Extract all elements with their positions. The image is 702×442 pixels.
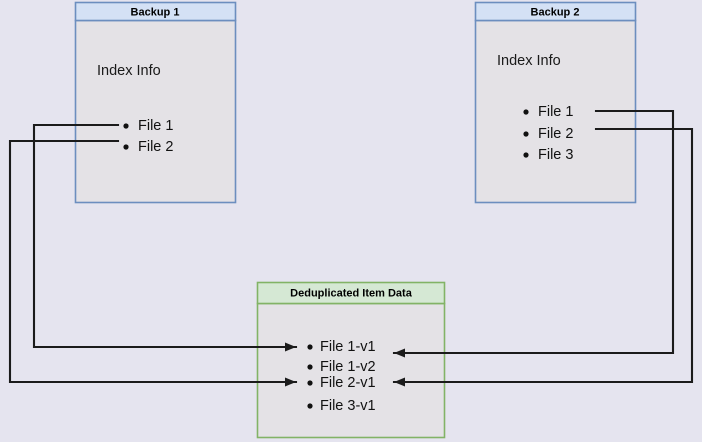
connector-line <box>392 109 675 355</box>
dedup-title: Deduplicated Item Data <box>290 287 413 299</box>
list-item[interactable]: File 3-v1 <box>307 398 376 414</box>
connector-line <box>32 123 298 349</box>
connector-line <box>8 139 298 384</box>
dedup-item-1-label: File 1-v2 <box>320 359 376 375</box>
bullet-icon <box>307 380 313 386</box>
arrowhead-icon <box>285 377 296 387</box>
backup2-file-list: File 1 File 2 File 3 <box>523 104 573 163</box>
bullet-icon <box>307 344 313 350</box>
backup2-item-2-label: File 3 <box>538 147 573 163</box>
backup1-file-list: File 1 File 2 <box>123 118 173 155</box>
connector-backup2-file2-to-dedup-file2v1 <box>392 127 694 387</box>
connector-backup1-file2-to-dedup-file2v1 <box>8 139 298 387</box>
bullet-icon <box>523 131 529 137</box>
list-item[interactable]: File 2 <box>123 139 173 155</box>
backup1-subtitle: Index Info <box>97 63 161 79</box>
list-item[interactable]: File 2-v1 <box>307 375 376 391</box>
backup1-box[interactable]: Backup 1 Index Info File 1 File 2 <box>74 1 237 204</box>
list-item[interactable]: File 2 <box>523 126 573 142</box>
bullet-icon <box>307 364 313 370</box>
backup1-item-0-label: File 1 <box>138 118 173 134</box>
arrowhead-icon <box>394 348 405 358</box>
backup2-title: Backup 2 <box>531 6 580 18</box>
dedup-box[interactable]: Deduplicated Item Data File 1-v1 File 1-… <box>256 281 446 439</box>
list-item[interactable]: File 1 <box>123 118 173 134</box>
backup2-header <box>474 1 637 22</box>
dedup-item-3-label: File 3-v1 <box>320 398 376 414</box>
arrowhead-icon <box>285 342 296 352</box>
list-item[interactable]: File 3 <box>523 147 573 163</box>
backup1-title: Backup 1 <box>131 6 180 18</box>
backup1-header <box>74 1 237 22</box>
dedup-body <box>256 302 446 439</box>
backup1-item-1-label: File 2 <box>138 139 173 155</box>
dedup-item-2-label: File 2-v1 <box>320 375 376 391</box>
backup2-box[interactable]: Backup 2 Index Info File 1 File 2 File 3 <box>474 1 637 204</box>
dedup-file-list: File 1-v1 File 1-v2 File 2-v1 File 3-v1 <box>307 339 376 414</box>
list-item[interactable]: File 1 <box>523 104 573 120</box>
backup2-item-0-label: File 1 <box>538 104 573 120</box>
bullet-icon <box>123 123 129 129</box>
connector-line <box>392 127 694 384</box>
backup1-body <box>74 19 237 204</box>
connector-backup1-file1-to-dedup-file1v1 <box>32 123 298 352</box>
list-item[interactable]: File 1-v2 <box>307 359 376 375</box>
arrowhead-icon <box>394 377 405 387</box>
dedup-header <box>256 281 446 305</box>
bullet-icon <box>523 152 529 158</box>
dedup-item-0-label: File 1-v1 <box>320 339 376 355</box>
bullet-icon <box>307 403 313 409</box>
bullet-icon <box>123 144 129 150</box>
list-item[interactable]: File 1-v1 <box>307 339 376 355</box>
connector-backup2-file1-to-dedup-file1v2 <box>392 109 675 358</box>
backup2-subtitle: Index Info <box>497 53 561 69</box>
backup2-item-1-label: File 2 <box>538 126 573 142</box>
bullet-icon <box>523 109 529 115</box>
